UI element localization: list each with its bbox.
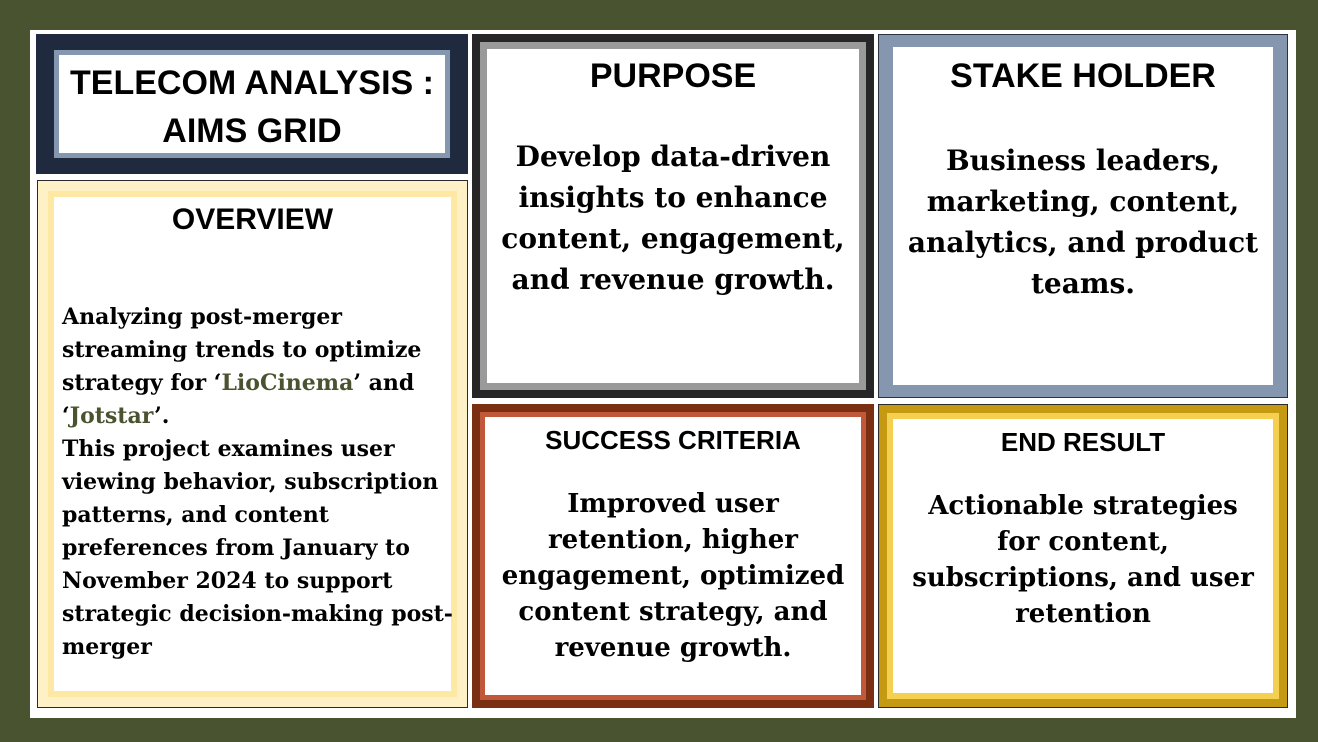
stakeholder-heading: STAKE HOLDER — [950, 57, 1216, 95]
stakeholder-box: STAKE HOLDER Business leaders, marketing… — [893, 47, 1273, 385]
overview-panel: OVERVIEW Analyzing post-merger streaming… — [37, 180, 468, 708]
overview-paragraph-2: This project examines user viewing behav… — [62, 436, 453, 660]
overview-body: Analyzing post-merger streaming trends t… — [62, 301, 457, 664]
overview-heading: OVERVIEW — [171, 203, 334, 236]
stakeholder-body: Business leaders, marketing, content, an… — [907, 144, 1259, 300]
purpose-box: PURPOSE Develop data-driven insights to … — [480, 42, 866, 390]
purpose-heading: PURPOSE — [589, 57, 757, 95]
end-result-body: Actionable strategies for content, subsc… — [912, 491, 1254, 629]
title-panel: TELECOM ANALYSIS : AIMS GRID — [36, 34, 468, 174]
success-body: Improved user retention, higher engageme… — [501, 489, 845, 663]
end-result-box: END RESULT Actionable strategies for con… — [887, 413, 1279, 699]
purpose-body: Develop data-driven insights to enhance … — [501, 140, 845, 296]
end-result-heading: END RESULT — [1000, 427, 1166, 457]
end-result-panel: END RESULT Actionable strategies for con… — [878, 404, 1288, 708]
title-box: TELECOM ANALYSIS : AIMS GRID — [54, 50, 450, 158]
slide: TELECOM ANALYSIS : AIMS GRID OVERVIEW An… — [30, 30, 1296, 718]
overview-p1-suffix: ’. — [154, 403, 170, 429]
purpose-panel: PURPOSE Develop data-driven insights to … — [472, 34, 874, 398]
overview-p1-mid: ’ and ‘ — [62, 370, 415, 429]
brand-jotstar: Jotstar — [69, 403, 155, 429]
title-line-1: TELECOM ANALYSIS : — [70, 64, 434, 102]
overview-paragraph-1: Analyzing post-merger streaming trends t… — [62, 301, 457, 433]
overview-box: OVERVIEW Analyzing post-merger streaming… — [48, 191, 457, 697]
success-heading: SUCCESS CRITERIA — [545, 425, 801, 455]
brand-liocinema: LioCinema — [221, 370, 354, 396]
title-line-2: AIMS GRID — [162, 112, 342, 150]
stakeholder-panel: STAKE HOLDER Business leaders, marketing… — [878, 34, 1288, 398]
page-title: TELECOM ANALYSIS : AIMS GRID — [59, 55, 445, 155]
success-panel: SUCCESS CRITERIA Improved user retention… — [472, 404, 874, 708]
overview-p1-prefix: Analyzing post-merger streaming trends t… — [62, 304, 422, 396]
success-box: SUCCESS CRITERIA Improved user retention… — [480, 412, 866, 700]
